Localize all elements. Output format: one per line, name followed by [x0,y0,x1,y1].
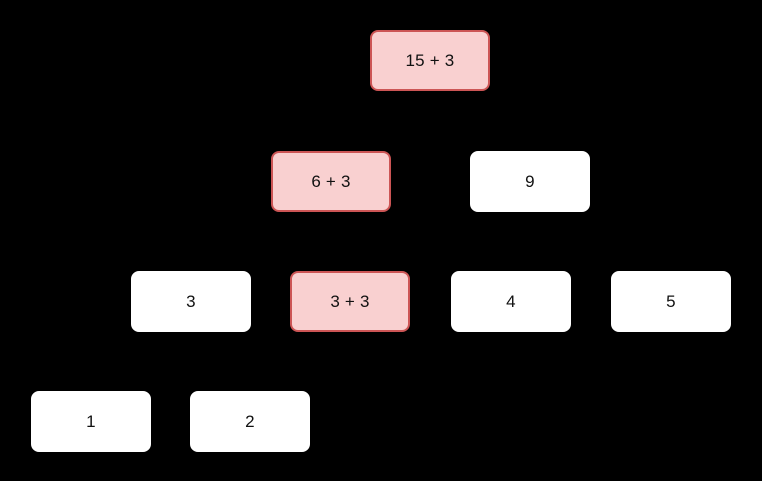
tree-node-label: 3 + 3 [330,292,370,311]
tree-node-3[interactable]: 3 [131,271,251,332]
tree-node-label: 1 [86,412,96,431]
tree-node-4[interactable]: 4 [451,271,571,332]
tree-node-label: 2 [245,412,255,431]
tree-node-label: 4 [506,292,516,311]
tree-node-3-plus-3[interactable]: 3 + 3 [290,271,410,332]
tree-node-1[interactable]: 1 [31,391,151,452]
tree-node-label: 9 [525,172,535,191]
tree-node-15-plus-3[interactable]: 15 + 3 [370,30,490,91]
tree-node-label: 6 + 3 [311,172,351,191]
tree-node-label: 15 + 3 [405,51,455,70]
tree-node-9[interactable]: 9 [470,151,590,212]
tree-node-5[interactable]: 5 [611,271,731,332]
tree-node-label: 5 [666,292,676,311]
tree-node-6-plus-3[interactable]: 6 + 3 [271,151,391,212]
tree-node-label: 3 [186,292,196,311]
tree-node-2[interactable]: 2 [190,391,310,452]
